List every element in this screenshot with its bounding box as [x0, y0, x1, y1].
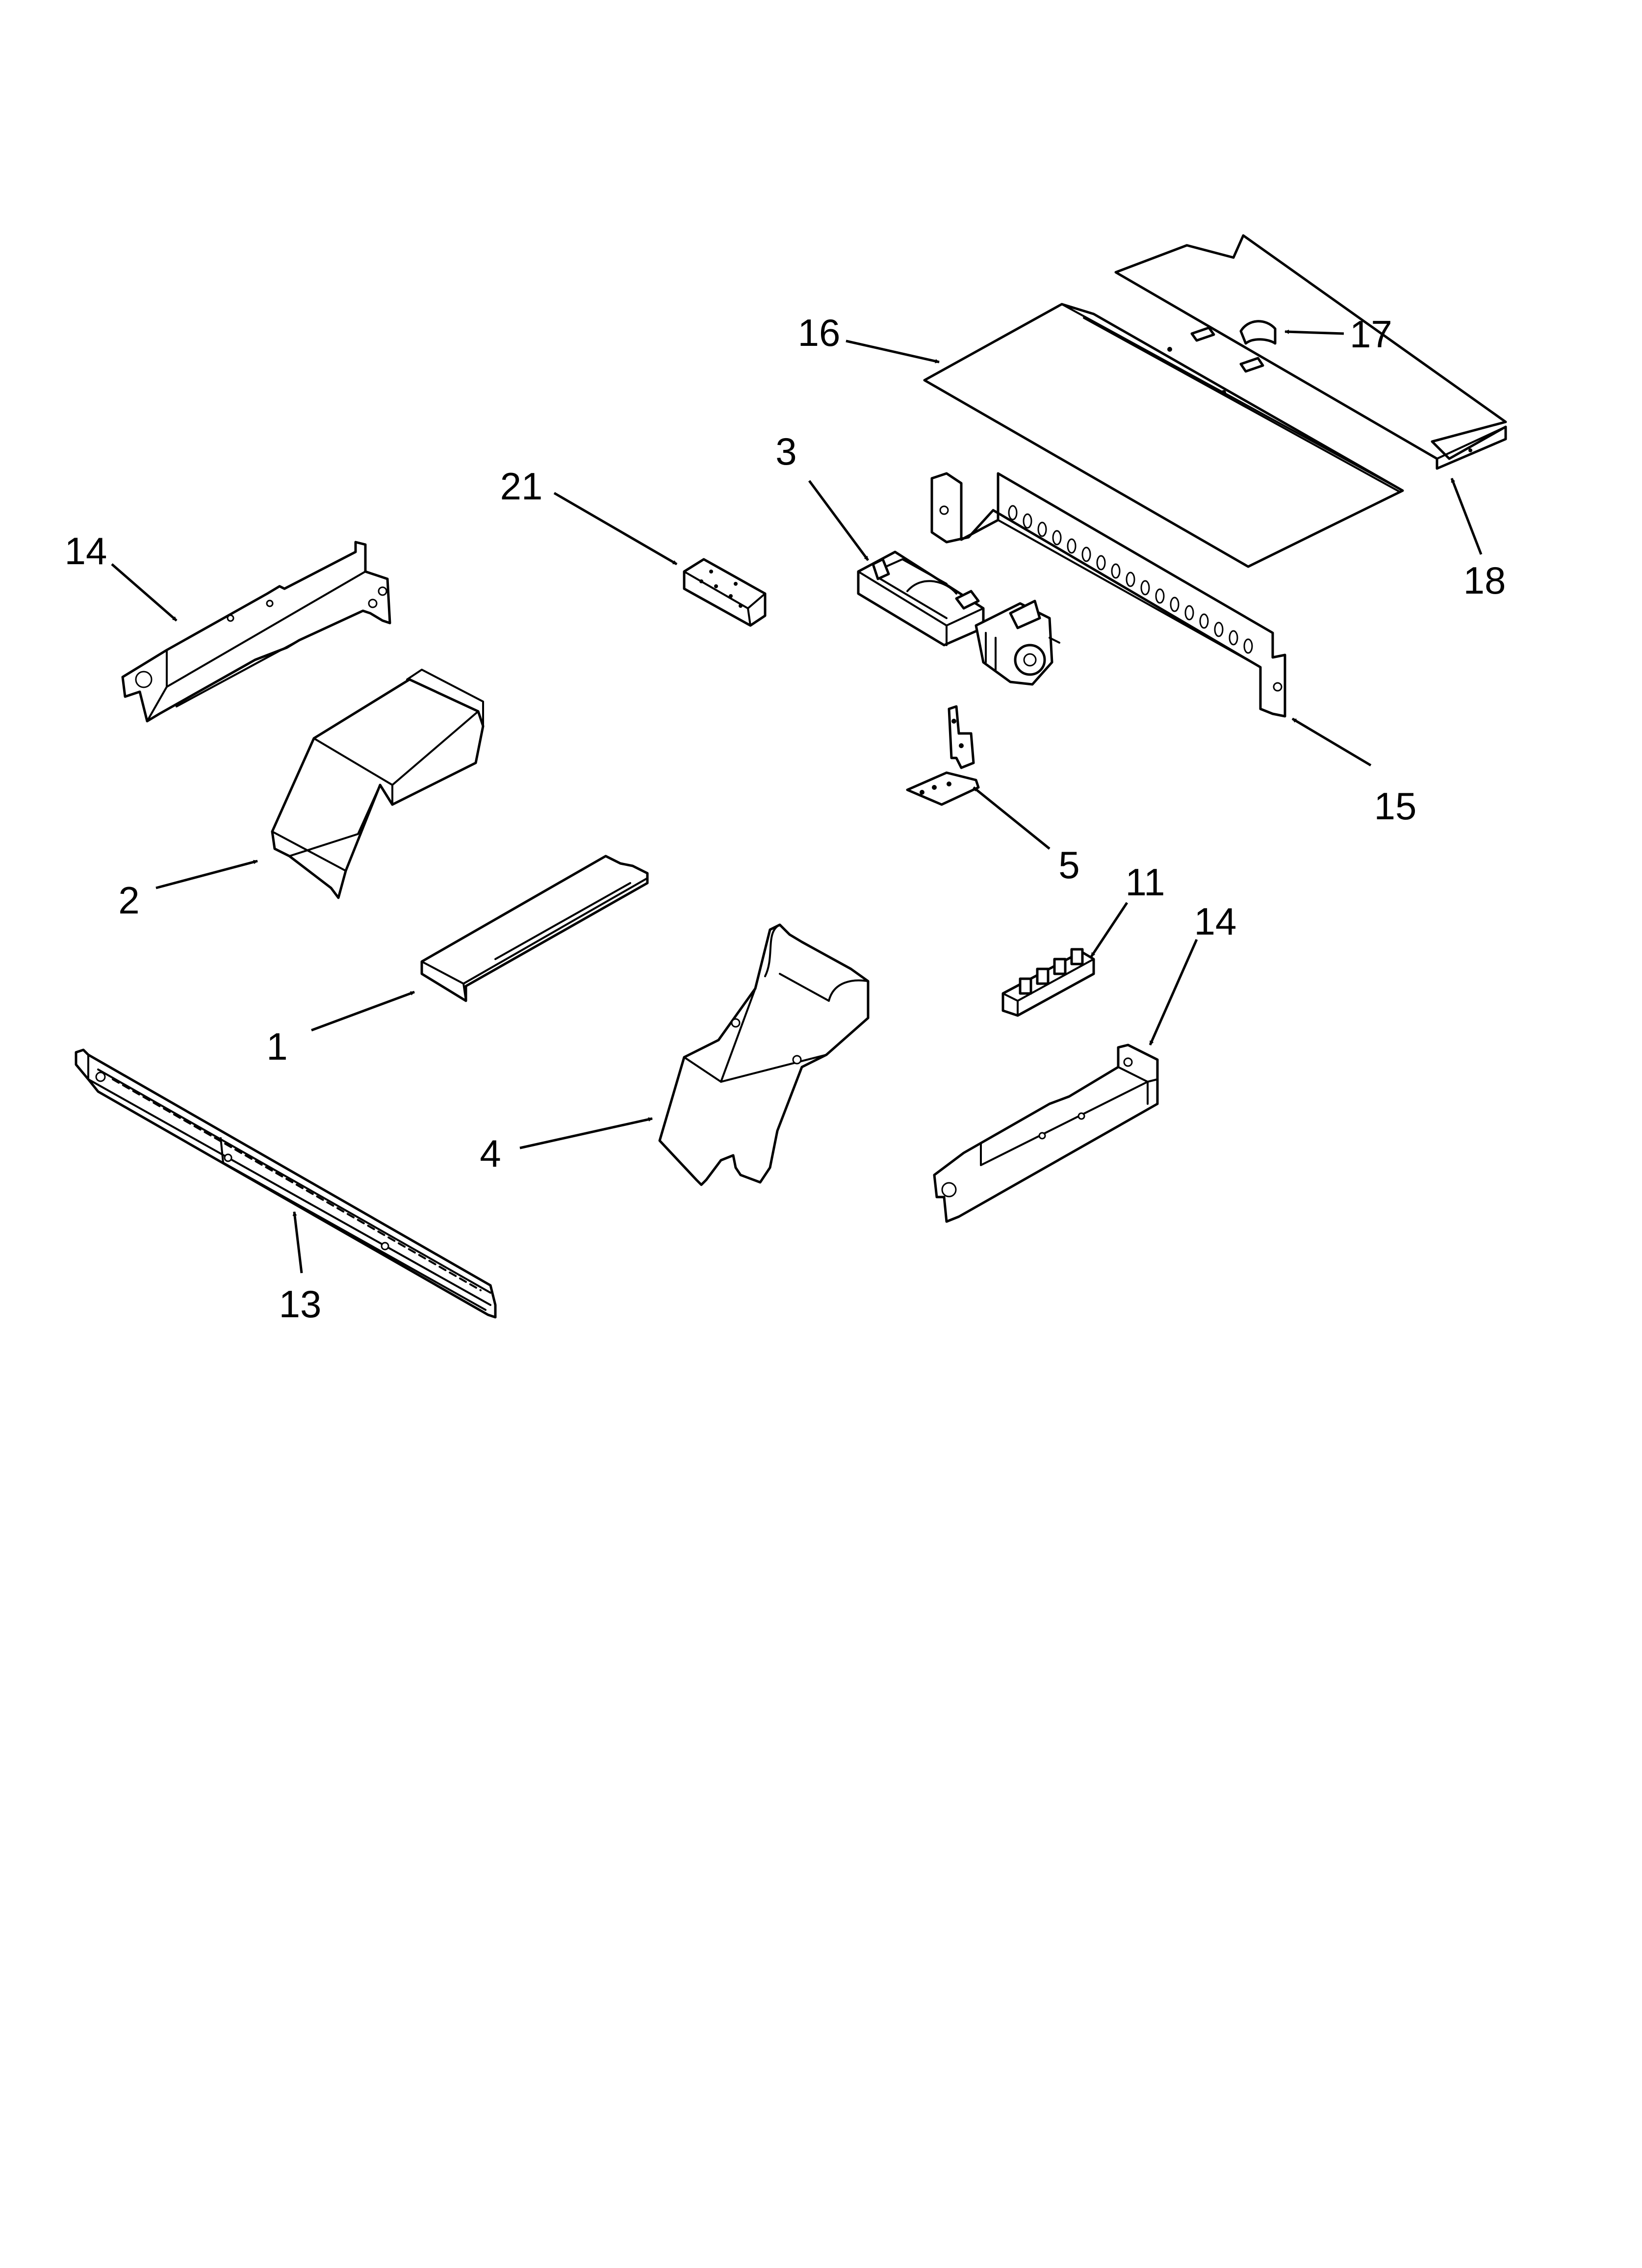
part-2-duct — [271, 669, 485, 899]
part-14-side-bracket-left — [121, 541, 391, 723]
callout-1: 1 — [266, 1025, 287, 1068]
part-13-rail — [75, 1048, 497, 1319]
callout-16: 16 — [798, 311, 841, 354]
leader-14b — [1149, 938, 1198, 1046]
leader-17 — [1284, 329, 1344, 335]
callout-labels: 1 2 3 4 5 11 13 14 14 15 16 17 18 21 — [65, 311, 1506, 1326]
part-18-top-plate — [1114, 234, 1507, 470]
leader-15 — [1291, 717, 1372, 767]
leader-21 — [553, 492, 678, 566]
callout-15: 15 — [1374, 784, 1417, 828]
callout-18: 18 — [1463, 559, 1506, 602]
leader-4 — [519, 1117, 653, 1149]
callout-14a: 14 — [65, 529, 107, 573]
callout-11: 11 — [1126, 860, 1165, 904]
part-17-clip — [1239, 320, 1277, 345]
leader-11 — [1090, 902, 1129, 958]
leader-1 — [311, 991, 415, 1032]
callout-4: 4 — [480, 1132, 501, 1175]
callout-2: 2 — [118, 879, 139, 922]
callout-3: 3 — [775, 430, 796, 473]
part-14-side-bracket-right — [933, 1043, 1159, 1223]
leader-16 — [846, 339, 940, 364]
callout-17: 17 — [1350, 313, 1392, 356]
leader-5 — [973, 786, 1051, 850]
part-3-thermostat — [975, 600, 1060, 686]
part-1-channel — [420, 855, 649, 1002]
callout-13: 13 — [279, 1282, 322, 1326]
channel-slots — [1008, 505, 1253, 654]
part-5-bracket — [906, 705, 980, 806]
callout-5: 5 — [1058, 843, 1079, 886]
part-21-block — [683, 558, 767, 627]
leader-13 — [292, 1211, 303, 1274]
part-16-panel — [923, 303, 1404, 568]
part-15-channel — [930, 472, 1286, 718]
leader-3 — [808, 480, 870, 561]
part-3-control-assembly — [857, 550, 1060, 686]
leader-18 — [1450, 478, 1483, 555]
callout-14b: 14 — [1194, 900, 1237, 943]
part-11-terminal-block — [1001, 948, 1095, 1017]
part-4-shield — [658, 923, 870, 1186]
callout-21: 21 — [500, 465, 543, 508]
leader-2 — [155, 860, 258, 889]
leader-14a — [111, 563, 178, 622]
leader-lines — [111, 329, 1483, 1274]
